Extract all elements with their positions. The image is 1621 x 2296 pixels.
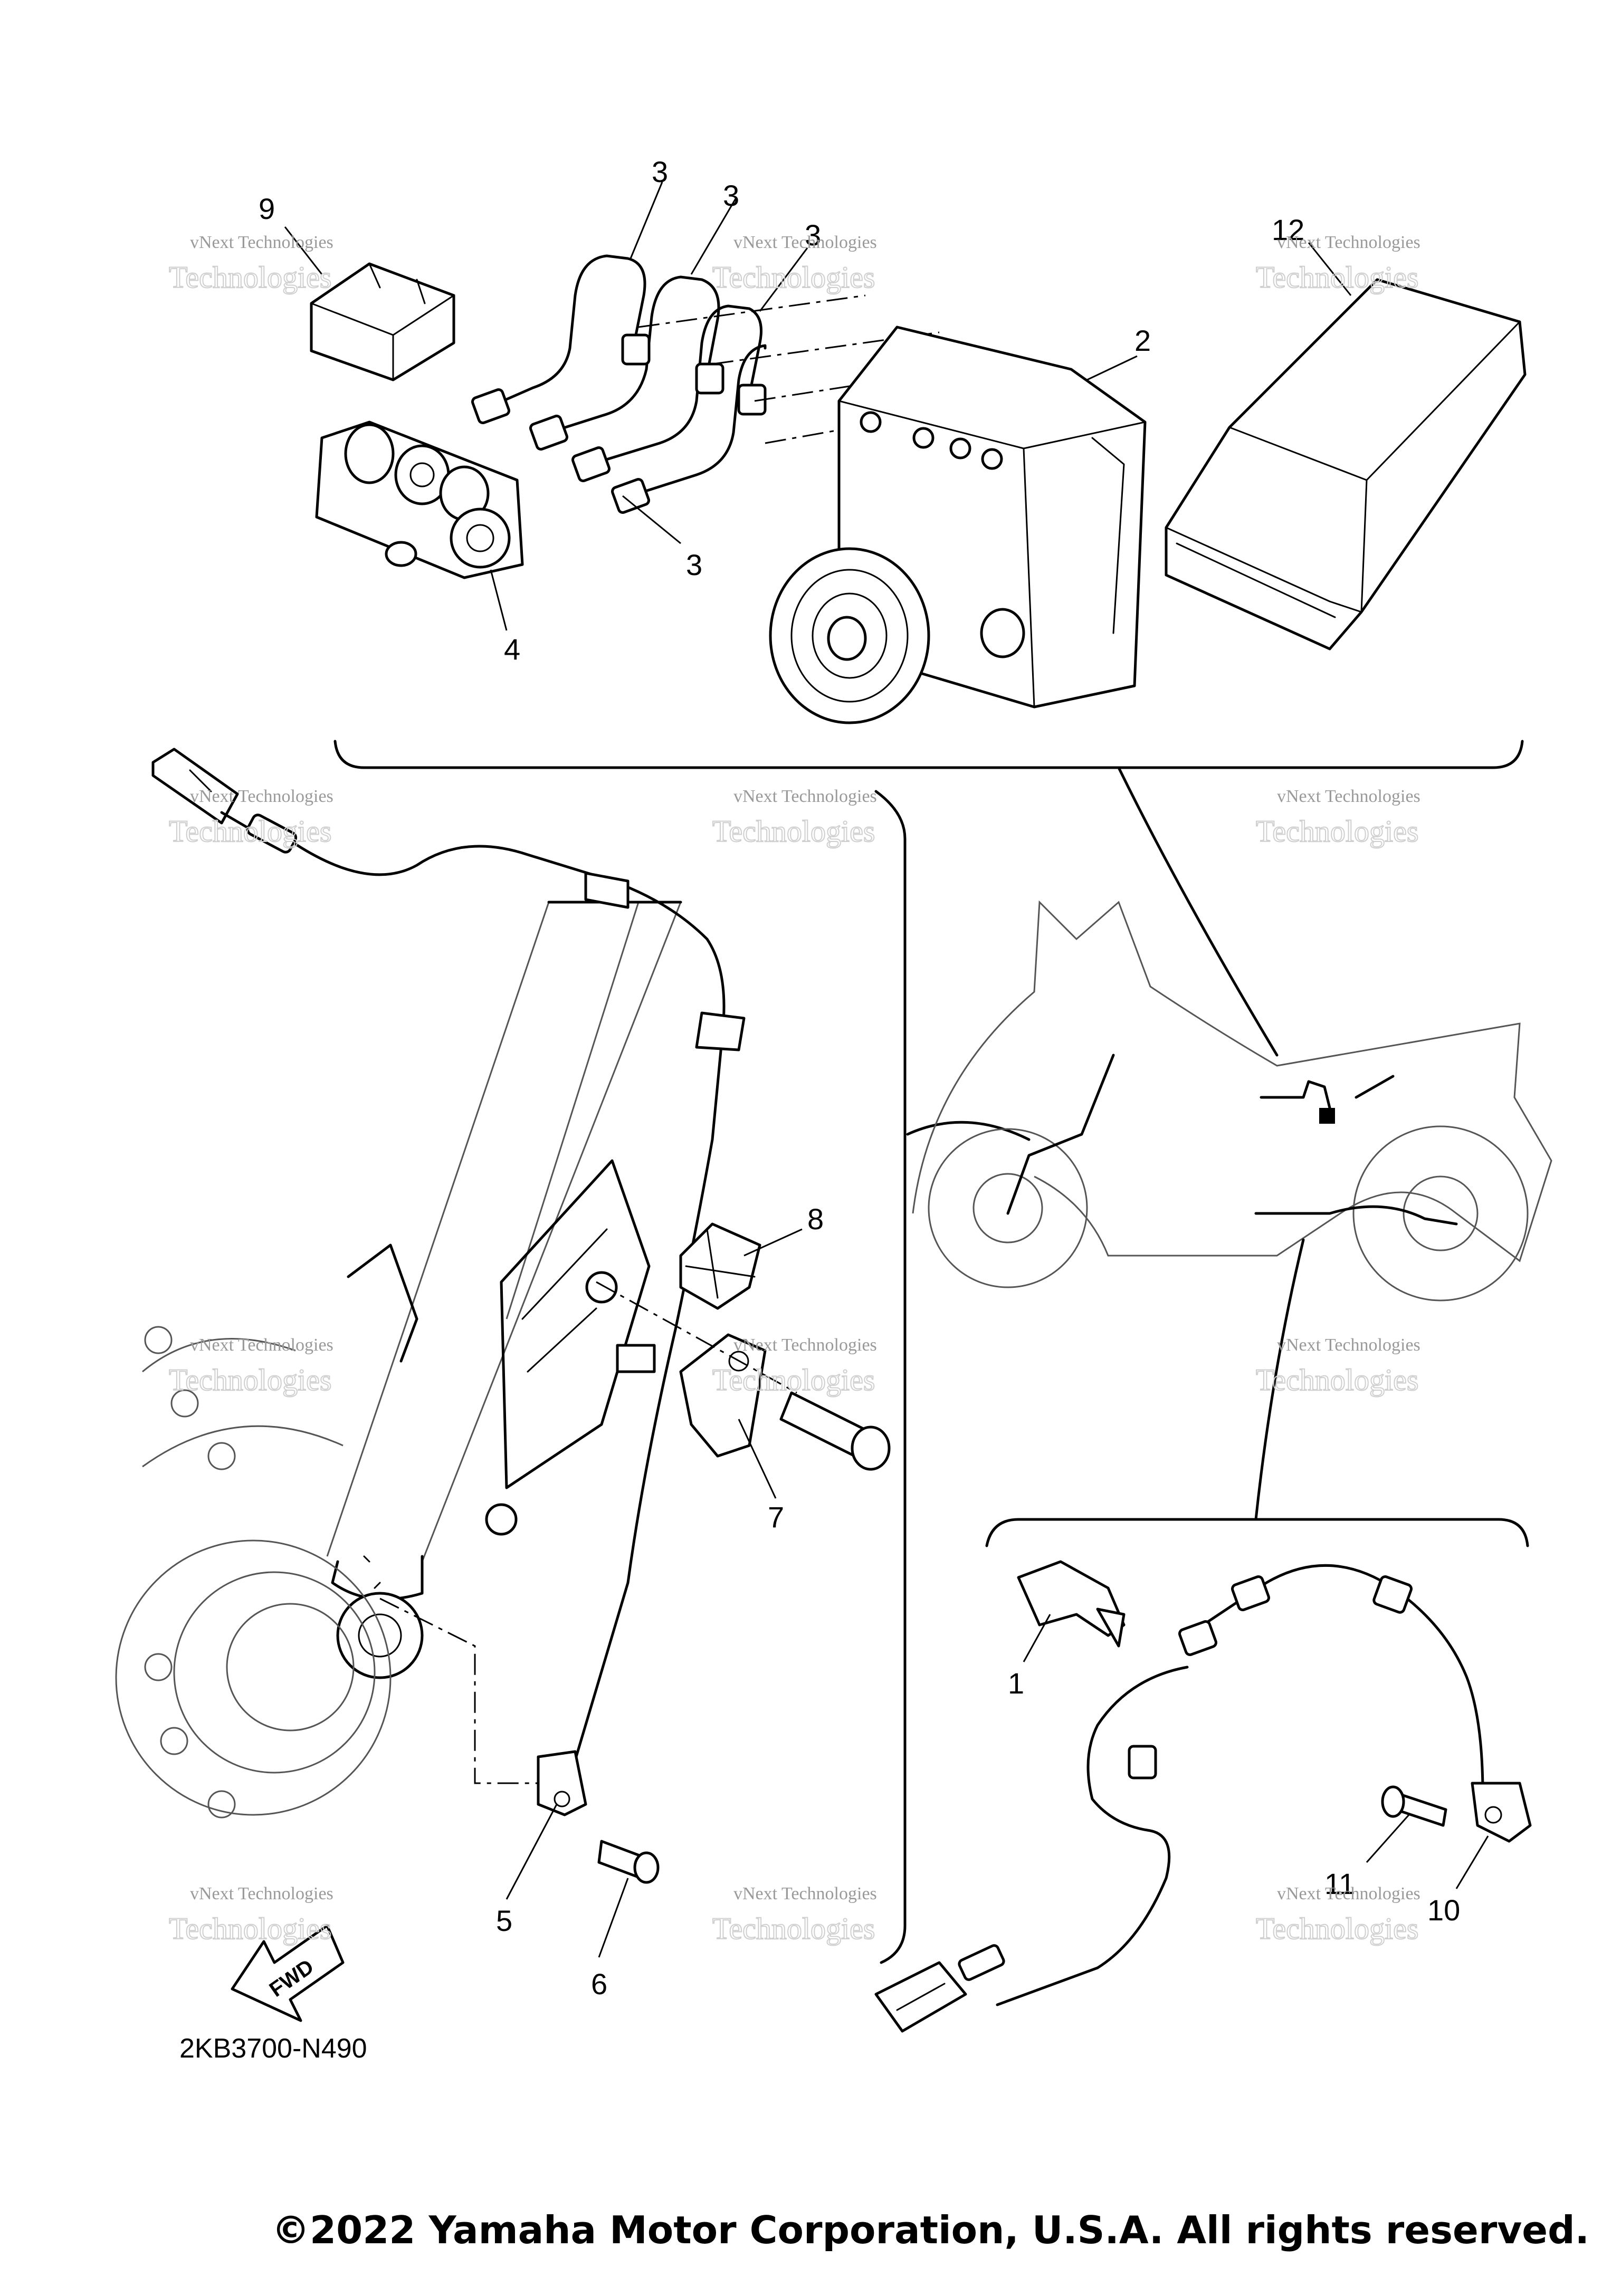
- callout-9: 8: [807, 1202, 824, 1236]
- svg-text:vNext Technologies: vNext Technologies: [1277, 787, 1420, 806]
- svg-text:vNext Technologies: vNext Technologies: [733, 1884, 877, 1903]
- watermark: Technologies vNext Technologies: [168, 233, 333, 295]
- callout-7: 6: [591, 1967, 607, 2001]
- watermark: Technologies vNext Technologies: [712, 1335, 877, 1398]
- part-9-clip: [679, 1222, 761, 1310]
- svg-text:Technologies: Technologies: [169, 1911, 331, 1946]
- watermark: Technologies vNext Technologies: [1255, 233, 1420, 295]
- callout-12: 12: [1272, 213, 1304, 246]
- front-fork-assembly: [115, 901, 682, 1819]
- part-4-joint-bracket: [315, 420, 524, 579]
- rear-wheel-sensor-lead: [874, 1560, 1532, 2033]
- svg-text:vNext Technologies: vNext Technologies: [190, 1335, 333, 1355]
- part-code: 2KB3700-N490: [179, 2033, 367, 2064]
- svg-text:vNext Technologies: vNext Technologies: [190, 233, 333, 252]
- svg-text:Technologies: Technologies: [712, 814, 875, 848]
- callout-leaders: [284, 181, 1489, 1958]
- callout-3: 3: [686, 548, 702, 581]
- copyright-footer: ©2022 Yamaha Motor Corporation, U.S.A. A…: [272, 2208, 1589, 2252]
- callout-6: 5: [496, 1904, 512, 1937]
- svg-text:Technologies: Technologies: [712, 260, 875, 294]
- watermark: Technologies vNext Technologies: [1255, 1884, 1420, 1946]
- svg-text:Technologies: Technologies: [1256, 260, 1418, 294]
- svg-text:Technologies: Technologies: [169, 1363, 331, 1397]
- panel-frame-rear: [985, 1518, 1529, 1547]
- part-5-rubber-block: [310, 262, 455, 381]
- connector-line-rear: [1254, 1238, 1305, 1521]
- callout-8: 7: [768, 1500, 784, 1534]
- watermark: Technologies vNext Technologies: [712, 233, 877, 295]
- watermark: Technologies vNext Technologies: [168, 1335, 333, 1398]
- svg-text:Technologies: Technologies: [712, 1363, 875, 1397]
- callout-3: 3: [805, 218, 821, 252]
- part-8-bracket: [596, 1281, 891, 1471]
- fwd-arrow: FWD: [231, 1924, 345, 2022]
- svg-text:vNext Technologies: vNext Technologies: [190, 1884, 333, 1903]
- front-wheel-sensor-lead: [151, 748, 746, 1816]
- watermarks: Technologies vNext Technologies Technolo…: [168, 233, 1420, 1946]
- part-7-bolt: [597, 1840, 660, 1884]
- svg-text:Technologies: Technologies: [169, 260, 331, 294]
- watermark: Technologies vNext Technologies: [168, 787, 333, 849]
- callout-3: 3: [723, 179, 739, 212]
- svg-text:Technologies: Technologies: [1256, 814, 1418, 848]
- panel-frame-left: [874, 790, 907, 1964]
- svg-text:Technologies: Technologies: [1256, 1911, 1418, 1946]
- callout-5: 9: [259, 192, 275, 225]
- watermark: Technologies vNext Technologies: [712, 787, 877, 849]
- callout-10: 10: [1427, 1893, 1460, 1927]
- part-12-abs-ecu: [1165, 278, 1527, 650]
- watermark: Technologies vNext Technologies: [168, 1884, 333, 1946]
- svg-text:vNext Technologies: vNext Technologies: [190, 787, 333, 806]
- svg-text:Technologies: Technologies: [169, 814, 331, 848]
- callout-11: 11: [1324, 1867, 1355, 1900]
- svg-text:vNext Technologies: vNext Technologies: [1277, 233, 1420, 252]
- svg-text:vNext Technologies: vNext Technologies: [1277, 1884, 1420, 1903]
- watermark: Technologies vNext Technologies: [1255, 787, 1420, 849]
- motorcycle-overview: [906, 766, 1552, 1302]
- group-bracket-top: [333, 740, 1524, 769]
- svg-text:Technologies: Technologies: [712, 1911, 875, 1946]
- svg-text:Technologies: Technologies: [1256, 1363, 1418, 1397]
- svg-text:vNext Technologies: vNext Technologies: [733, 787, 877, 806]
- svg-text:vNext Technologies: vNext Technologies: [1277, 1335, 1420, 1355]
- callout-1: 1: [1008, 1667, 1024, 1700]
- svg-text:vNext Technologies: vNext Technologies: [733, 1335, 877, 1355]
- callout-4: 4: [504, 633, 520, 666]
- callout-3: 3: [652, 155, 668, 188]
- watermark: Technologies vNext Technologies: [712, 1884, 877, 1946]
- callout-2: 2: [1134, 324, 1151, 357]
- part-2-abs-hydraulic-unit: [769, 326, 1147, 724]
- watermark: Technologies vNext Technologies: [1255, 1335, 1420, 1398]
- svg-text:vNext Technologies: vNext Technologies: [733, 233, 877, 252]
